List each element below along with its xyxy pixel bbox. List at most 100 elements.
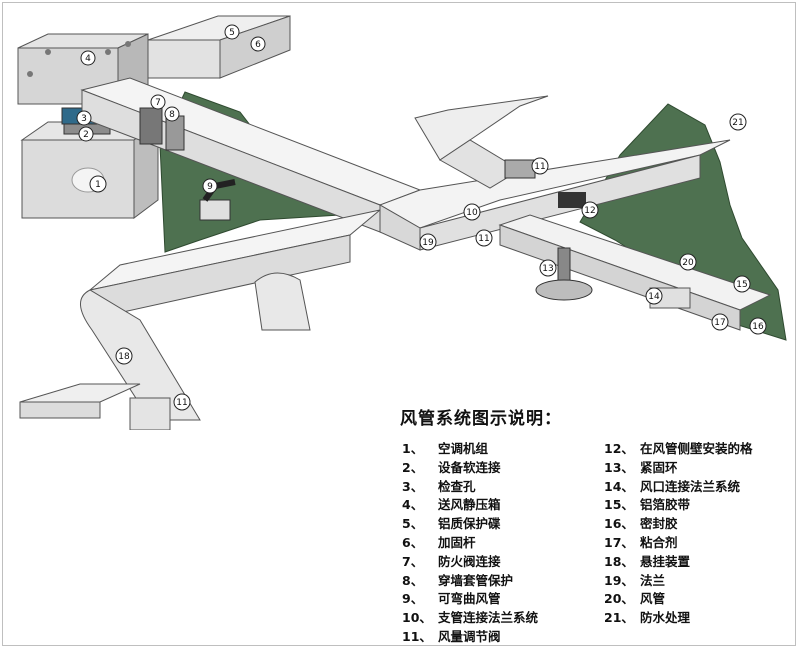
legend-item-number: 13、 xyxy=(604,459,634,475)
legend-item-number: 7、 xyxy=(402,553,424,569)
legend-item-label: 粘合剂 xyxy=(640,534,678,550)
callout-11-c: 11 xyxy=(173,393,191,411)
callout-3: 3 xyxy=(76,110,92,126)
callout-16: 16 xyxy=(749,317,767,335)
callout-15: 15 xyxy=(733,275,751,293)
duct-upper-branch xyxy=(414,95,549,189)
callout-2: 2 xyxy=(78,126,94,142)
svg-text:11: 11 xyxy=(534,162,545,172)
svg-text:17: 17 xyxy=(714,318,725,328)
svg-text:18: 18 xyxy=(118,352,130,362)
duct-system-diagram: 1 2 3 4 5 6 7 8 9 10 11 11 11 12 13 14 1… xyxy=(17,15,787,430)
legend-title: 风管系统图示说明： xyxy=(400,409,562,429)
svg-text:1: 1 xyxy=(95,180,101,190)
legend-item-number: 18、 xyxy=(604,553,634,569)
legend-item-label: 风管 xyxy=(640,591,666,607)
callout-11-a: 11 xyxy=(531,157,549,175)
legend-item: 4、送风静压箱 xyxy=(402,496,538,515)
callout-8: 8 xyxy=(164,106,180,122)
legend-item: 5、铝质保护碟 xyxy=(402,515,538,534)
callout-9: 9 xyxy=(202,178,218,194)
callout-14: 14 xyxy=(645,287,663,305)
legend-item-number: 14、 xyxy=(604,478,634,494)
legend-item: 17、粘合剂 xyxy=(604,534,753,553)
callout-13: 13 xyxy=(539,259,557,277)
legend-column-right: 12、在风管侧壁安装的格 13、紧固环 14、风口连接法兰系统 15、铝箔胶带 … xyxy=(604,440,753,628)
legend-item-number: 4、 xyxy=(402,497,424,513)
legend-item-label: 支管连接法兰系统 xyxy=(438,610,539,626)
legend-item-number: 5、 xyxy=(402,516,424,532)
legend-item-label: 在风管侧壁安装的格 xyxy=(640,441,753,456)
legend-item-number: 16、 xyxy=(604,516,634,532)
svg-text:10: 10 xyxy=(466,208,478,218)
legend-item-label: 铝箔胶带 xyxy=(640,497,691,513)
legend-item-number: 12、 xyxy=(604,441,634,456)
legend-item: 8、穿墙套管保护 xyxy=(402,572,538,591)
legend-item-label: 密封胶 xyxy=(640,516,678,532)
legend-item-number: 10、 xyxy=(402,610,432,626)
legend-item-number: 9、 xyxy=(402,591,424,607)
legend-item-label: 检查孔 xyxy=(438,478,476,494)
callout-markers: 1 2 3 4 5 6 7 8 9 10 11 11 11 12 13 14 1… xyxy=(76,24,767,411)
legend-item: 9、可弯曲风管 xyxy=(402,590,538,609)
legend-item-label: 悬挂装置 xyxy=(640,553,691,569)
legend-item-label: 防水处理 xyxy=(640,610,691,626)
svg-text:9: 9 xyxy=(207,182,213,192)
callout-7: 7 xyxy=(150,94,166,110)
svg-text:14: 14 xyxy=(648,292,660,302)
flexible-duct xyxy=(199,179,311,331)
svg-text:16: 16 xyxy=(752,322,764,332)
legend-item: 11、风量调节阀 xyxy=(402,628,538,647)
legend-item-number: 19、 xyxy=(604,572,634,588)
svg-text:21: 21 xyxy=(732,118,743,128)
legend-item-number: 8、 xyxy=(402,572,424,588)
legend-item: 2、设备软连接 xyxy=(402,459,538,478)
callout-6: 6 xyxy=(250,36,266,52)
callout-4: 4 xyxy=(80,50,96,66)
legend-item-number: 1、 xyxy=(402,441,424,456)
legend-item: 16、密封胶 xyxy=(604,515,753,534)
legend-item: 7、防火阀连接 xyxy=(402,553,538,572)
legend-item-label: 加固杆 xyxy=(438,534,476,550)
legend-item: 12、在风管侧壁安装的格 xyxy=(604,440,753,459)
legend-item: 10、支管连接法兰系统 xyxy=(402,609,538,628)
legend-item: 1、空调机组 xyxy=(402,440,538,459)
legend-item-label: 送风静压箱 xyxy=(438,497,501,513)
duct-left xyxy=(19,209,381,430)
legend-item-label: 穿墙套管保护 xyxy=(438,572,514,588)
svg-text:2: 2 xyxy=(83,130,89,140)
callout-11-b: 11 xyxy=(475,229,493,247)
callout-21: 21 xyxy=(729,113,747,131)
legend-item: 18、悬挂装置 xyxy=(604,553,753,572)
legend-item: 15、铝箔胶带 xyxy=(604,496,753,515)
legend-item: 6、加固杆 xyxy=(402,534,538,553)
legend-item: 13、紧固环 xyxy=(604,459,753,478)
svg-text:3: 3 xyxy=(81,114,87,124)
legend-item-number: 20、 xyxy=(604,591,634,607)
svg-text:19: 19 xyxy=(422,238,434,248)
svg-text:6: 6 xyxy=(255,40,261,50)
svg-text:15: 15 xyxy=(736,280,747,290)
legend-item-label: 空调机组 xyxy=(438,441,489,456)
legend-item-label: 铝质保护碟 xyxy=(438,516,501,532)
svg-text:20: 20 xyxy=(682,258,694,268)
callout-10: 10 xyxy=(463,203,481,221)
svg-text:4: 4 xyxy=(85,54,91,64)
legend-item: 3、检查孔 xyxy=(402,478,538,497)
svg-text:11: 11 xyxy=(478,234,489,244)
legend-item-number: 11、 xyxy=(402,628,432,644)
legend-item-label: 风量调节阀 xyxy=(438,628,501,644)
svg-text:11: 11 xyxy=(176,398,187,408)
legend-item-number: 6、 xyxy=(402,534,424,550)
svg-text:8: 8 xyxy=(169,110,175,120)
callout-17: 17 xyxy=(711,313,729,331)
svg-text:12: 12 xyxy=(584,206,595,216)
svg-text:7: 7 xyxy=(155,98,161,108)
callout-1: 1 xyxy=(89,175,107,193)
legend-item-number: 15、 xyxy=(604,497,634,513)
callout-18: 18 xyxy=(115,347,133,365)
legend-item-number: 2、 xyxy=(402,459,424,475)
legend-column-left: 1、空调机组 2、设备软连接 3、检查孔 4、送风静压箱 5、铝质保护碟 6、加… xyxy=(402,440,538,647)
legend-item-label: 防火阀连接 xyxy=(438,553,501,569)
